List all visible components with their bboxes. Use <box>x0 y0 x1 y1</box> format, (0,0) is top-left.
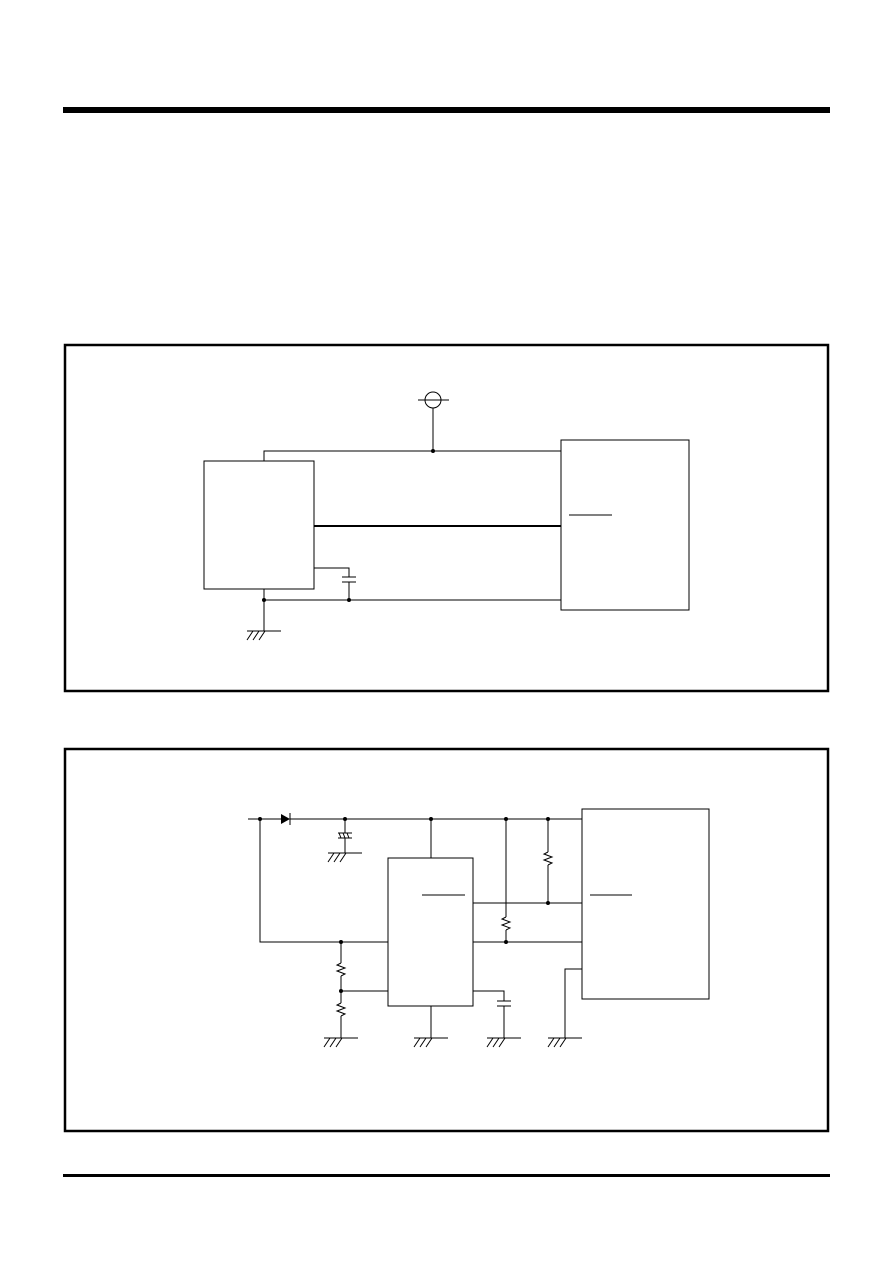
resistor-icon <box>335 962 347 977</box>
resistor-icon <box>335 1002 347 1017</box>
ground-icon <box>246 630 281 641</box>
figure-1-frame <box>63 343 830 693</box>
target-ground-wire <box>564 968 582 1038</box>
ground-icon <box>327 852 362 863</box>
capacitor-icon <box>314 567 356 600</box>
resistor-divider <box>335 942 388 1038</box>
ground-wire <box>262 589 561 631</box>
figure-2-frame <box>63 747 830 1133</box>
circuit-1 <box>63 343 830 693</box>
ground-icon <box>323 1037 358 1048</box>
resistor-icon <box>500 916 512 931</box>
pullup-resistor-2 <box>473 819 582 905</box>
diode-icon <box>281 813 291 825</box>
supply-source-icon <box>418 391 449 451</box>
ground-icon <box>547 1037 582 1048</box>
input-feed-wire <box>259 819 388 943</box>
resistor-icon <box>542 851 554 866</box>
supply-wire <box>263 449 561 461</box>
capacitor-polarized-icon <box>338 819 352 853</box>
header-rule <box>63 107 830 113</box>
circuit-2 <box>63 747 830 1133</box>
ic-right-box <box>560 439 690 611</box>
target-ic-box <box>581 808 710 1000</box>
ground-icon <box>486 1037 521 1048</box>
ic-left-box <box>203 460 315 590</box>
pullup-resistor <box>473 819 582 944</box>
ground-icon <box>413 1037 448 1048</box>
footer-rule <box>63 1174 830 1177</box>
top-rail <box>248 817 582 821</box>
regulator-ic-box <box>387 857 474 1007</box>
capacitor-icon <box>473 990 511 1038</box>
